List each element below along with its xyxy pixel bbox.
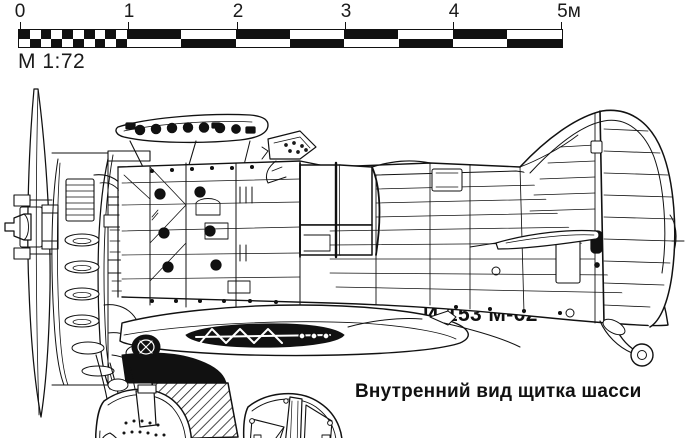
scale-cell xyxy=(40,38,52,47)
scale-cell xyxy=(105,38,117,47)
scale-label-5: 5м xyxy=(557,1,581,22)
scale-cell xyxy=(29,30,41,39)
engine-cylinders xyxy=(64,178,115,377)
cockpit-frame xyxy=(299,160,431,259)
scale-label-0: 0 xyxy=(14,1,26,22)
scale-cell xyxy=(289,30,345,39)
scale-cell xyxy=(116,38,127,47)
landing-gear-door-inner xyxy=(242,393,343,438)
horizontal-stabilizer xyxy=(469,229,600,250)
scale-label-3: 3 xyxy=(340,1,352,22)
scale-cell xyxy=(105,30,117,39)
scale-cell xyxy=(19,30,30,39)
scale-tick-3 xyxy=(345,22,346,30)
scale-cell xyxy=(51,30,63,39)
scale-cell xyxy=(83,38,95,47)
scale-cell xyxy=(40,30,52,39)
scale-cell xyxy=(83,30,95,39)
scale-tick-1 xyxy=(128,22,129,30)
scale-cell xyxy=(19,38,30,47)
scale-label-2: 2 xyxy=(232,1,244,22)
upper-wing xyxy=(115,113,269,176)
tailwheel xyxy=(565,308,654,367)
scale-ratio-label: M 1:72 xyxy=(18,50,86,73)
vertical-fin xyxy=(519,109,685,328)
scale-cell xyxy=(127,38,182,47)
fuselage-stringers xyxy=(329,162,637,316)
scale-label-4: 4 xyxy=(448,1,460,22)
landing-gear-door-outer xyxy=(95,384,192,438)
scale-cell xyxy=(398,38,453,47)
lower-wing xyxy=(119,304,521,357)
scale-cell xyxy=(127,30,182,39)
scale-tick-5 xyxy=(561,22,562,30)
scale-bar-row-bottom xyxy=(19,38,562,47)
aircraft-technical-drawing xyxy=(0,55,700,438)
scale-tick-0 xyxy=(20,22,21,30)
scale-cell xyxy=(181,38,236,47)
scale-cell xyxy=(29,38,41,47)
scale-cell xyxy=(235,30,290,39)
scale-cell xyxy=(94,30,106,39)
scale-tick-labels: 0 1 2 3 4 5м xyxy=(14,1,581,24)
propeller-hub xyxy=(4,194,59,260)
scale-cell xyxy=(344,30,399,39)
windshield xyxy=(261,130,317,184)
scale-cell xyxy=(51,38,63,47)
scale-cell xyxy=(344,38,399,47)
scale-cell xyxy=(452,30,508,39)
scale-cell xyxy=(62,38,73,47)
scale-cell xyxy=(507,30,562,39)
propeller-blade xyxy=(27,88,51,418)
scale-cell xyxy=(398,30,453,39)
scale-tick-4 xyxy=(453,22,454,30)
scale-bar-row-top xyxy=(19,30,562,39)
scale-bar-block: 0 1 2 3 4 5м xyxy=(14,1,581,74)
scale-cell xyxy=(94,38,106,47)
scale-cell xyxy=(181,30,236,39)
scale-cell xyxy=(116,30,127,39)
scale-tick-2 xyxy=(237,22,238,30)
scale-cell xyxy=(73,30,84,39)
scale-cell xyxy=(73,38,84,47)
scale-tick-marks xyxy=(18,22,578,30)
scale-cell xyxy=(507,38,562,47)
detail-view-caption: Внутренний вид щитка шасси xyxy=(355,381,642,402)
scale-cell xyxy=(452,38,508,47)
scale-cell xyxy=(62,30,73,39)
scale-label-1: 1 xyxy=(123,1,135,22)
scale-cell xyxy=(235,38,290,47)
scale-bar xyxy=(18,29,563,48)
scale-cell xyxy=(289,38,345,47)
